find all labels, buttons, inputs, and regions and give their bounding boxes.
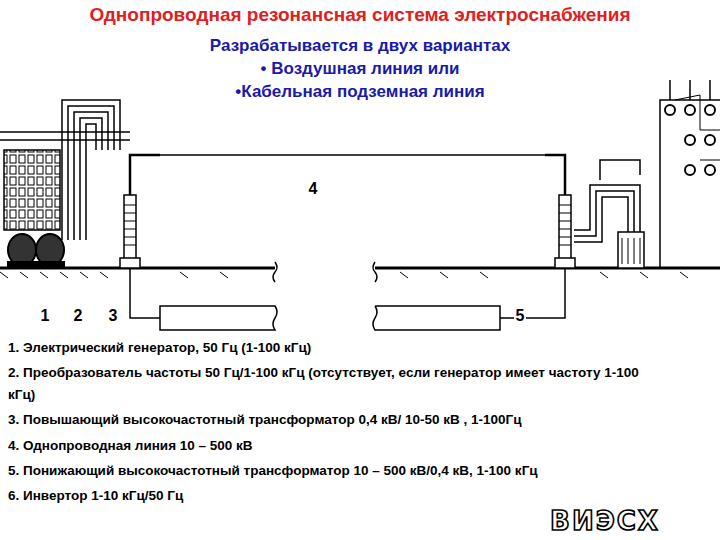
- title: Однопроводная резонансная система электр…: [89, 4, 630, 26]
- callout-number: 3: [107, 307, 120, 325]
- subtitle: Разрабатывается в двух вариантах: [210, 36, 510, 56]
- legend-note: 6. Инвертор 1-10 кГц/50 Гц: [8, 488, 183, 503]
- legend-note: 2. Преобразователь частоты 50 Гц/1-100 к…: [8, 362, 648, 406]
- callout-number: 2: [72, 307, 85, 325]
- callout-number: 1: [39, 307, 52, 325]
- bullet-item: •Кабельная подземная линия: [235, 82, 484, 102]
- callout-number: 4: [307, 180, 320, 198]
- legend-note: 3. Повышающий высокочастотный трансформа…: [8, 412, 521, 427]
- legend-note: 1. Электрический генератор, 50 Гц (1-100…: [8, 340, 311, 355]
- legend-note: 5. Понижающий высокочастотный трансформа…: [8, 463, 538, 478]
- watermark: ВИЭСХ: [550, 506, 660, 536]
- legend-note: 4. Однопроводная линия 10 – 500 кВ: [8, 438, 253, 453]
- bullet-item: • Воздушная линия или: [261, 59, 460, 79]
- callout-number: 5: [514, 307, 527, 325]
